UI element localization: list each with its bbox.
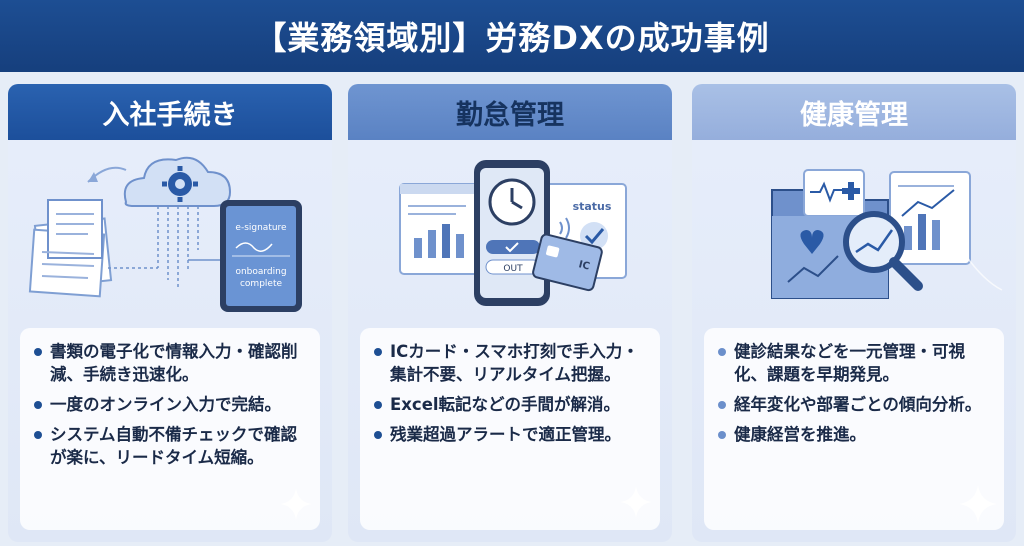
card-onboarding: 入社手続き — [8, 84, 332, 542]
onboarding-text-box: 書類の電子化で情報入力・確認削減、手続き迅速化。 一度のオンライン入力で完結。 … — [20, 328, 320, 530]
card-health: 健康管理 健 — [692, 84, 1016, 542]
svg-text:e-signature: e-signature — [235, 223, 287, 233]
dashboard-icon — [399, 183, 479, 275]
health-illustration — [771, 169, 1003, 299]
documents-icon — [28, 199, 113, 298]
card-attendance: 勤怠管理 status OUT — [348, 84, 672, 542]
svg-text:OUT: OUT — [503, 264, 523, 274]
cloud-gear-icon — [108, 156, 232, 290]
page-title: 【業務領域別】労務DXの成功事例 — [0, 0, 1024, 72]
report-chart-icon — [889, 171, 971, 265]
list-item: 健康経営を推進。 — [714, 423, 994, 446]
onboarding-illustration: e-signature onboarding complete — [28, 156, 302, 312]
bullet-icon — [718, 348, 726, 356]
sparkle-icon — [620, 486, 652, 518]
list-item: システム自動不備チェックで確認が楽に、リードタイム短縮。 — [30, 423, 310, 469]
magnifier-chart-icon — [843, 211, 923, 291]
ic-card-icon: IC — [532, 233, 603, 292]
list-item: 書類の電子化で情報入力・確認削減、手続き迅速化。 — [30, 340, 310, 386]
bullet-icon — [34, 348, 42, 356]
smartphone-clock-icon: OUT — [474, 160, 550, 306]
sparkle-icon — [958, 484, 998, 524]
attendance-text-box: ICカード・スマホ打刻で手入力・集計不要、リアルタイム把握。 Excel転記など… — [360, 328, 660, 530]
tablet-icon: e-signature onboarding complete — [220, 200, 302, 312]
svg-text:complete: complete — [240, 279, 283, 289]
list-item: 経年変化や部署ごとの傾向分析。 — [714, 393, 994, 416]
card-heading: 勤怠管理 — [348, 84, 672, 140]
list-item: ICカード・スマホ打刻で手入力・集計不要、リアルタイム把握。 — [370, 340, 650, 386]
card-heading: 健康管理 — [692, 84, 1016, 140]
bullet-icon — [374, 348, 382, 356]
bullet-icon — [374, 401, 382, 409]
sparkle-icon — [280, 488, 312, 520]
bullet-icon — [718, 401, 726, 409]
svg-text:status: status — [573, 200, 612, 213]
attendance-illustration: status OUT IC — [399, 160, 627, 306]
list-item: 一度のオンライン入力で完結。 — [30, 393, 310, 416]
list-item: Excel転記などの手間が解消。 — [370, 393, 650, 416]
health-text-box: 健診結果などを一元管理・可視化、課題を早期発見。 経年変化や部署ごとの傾向分析。… — [704, 328, 1004, 530]
svg-text:onboarding: onboarding — [235, 267, 286, 277]
bullet-icon — [718, 431, 726, 439]
svg-text:IC: IC — [577, 259, 590, 272]
list-item: 残業超過アラートで適正管理。 — [370, 423, 650, 446]
bullet-icon — [34, 431, 42, 439]
card-heading: 入社手続き — [8, 84, 332, 140]
bullet-icon — [374, 431, 382, 439]
bullet-icon — [34, 401, 42, 409]
list-item: 健診結果などを一元管理・可視化、課題を早期発見。 — [714, 340, 994, 386]
